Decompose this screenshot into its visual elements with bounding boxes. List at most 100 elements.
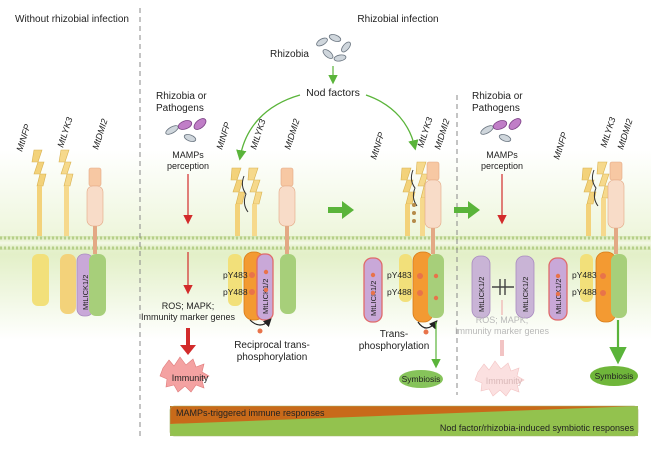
response-bar [169, 405, 639, 437]
header-without-infection: Without rhizobial infection [15, 14, 129, 25]
lick-dot-1 [263, 269, 269, 275]
receptor-lick-s4-right [515, 255, 535, 319]
rhizobia-or-pathogens-left-line1: Rhizobia or [156, 91, 207, 102]
transition-arrow-2 [454, 201, 480, 219]
label-nfp-s2: MtNFP [214, 121, 232, 151]
nod-to-right-complex-arrow [365, 94, 419, 151]
trans-arrow [417, 320, 438, 330]
label-dmi2-s3: MtDMI2 [432, 118, 451, 151]
immunity-left-label: Immunity [172, 373, 209, 383]
trans-line1: Trans- [380, 329, 409, 340]
nod-factor-squiggle-far [591, 169, 599, 207]
ros-right-line1: ROS; MAPK; [476, 315, 529, 325]
reciprocal-arrow [249, 318, 272, 328]
phospho-dot-y483-s3 [417, 273, 423, 279]
mamps-right-line2: perception [481, 161, 523, 171]
lyk3-ecto-dot-3 [412, 219, 416, 223]
lick-s3-dot-2 [370, 290, 376, 296]
receptor-nfp-section2 [228, 167, 246, 306]
py483-s5: pY483 [572, 270, 597, 280]
label-dmi2-s2: MtDMI2 [282, 118, 301, 151]
label-dmi2-s5: MtDMI2 [615, 118, 634, 151]
reciprocal-phospho-dot [257, 328, 263, 334]
immunity-burst-left [159, 356, 210, 393]
symbiosis-center-label: Symbiosis [402, 374, 441, 384]
trans-phospho-dot [423, 329, 429, 335]
pathogen-icon-right [480, 118, 522, 142]
receptor-lick-s4-left [471, 255, 491, 319]
label-nfp-s1: MtNFP [14, 123, 32, 153]
label-lick-s3: MtLICK1/2 [369, 281, 378, 316]
pathogen-icon-left [165, 118, 207, 142]
dmi2-s3-dot-2 [433, 295, 439, 301]
trans-line2: phosphorylation [359, 341, 430, 352]
py488-s3: pY488 [387, 287, 412, 297]
mamps-left-line2: perception [167, 161, 209, 171]
lyk3-ecto-dot-1 [412, 203, 416, 207]
label-lyk3-s5: MtLYK3 [598, 116, 617, 149]
phospho-dot-y488-s3 [417, 290, 423, 296]
label-dmi2-s1: MtDMI2 [90, 118, 109, 151]
rhizobia-or-pathogens-right-line2: Pathogens [472, 103, 520, 114]
receptor-lyk3-section1 [58, 149, 76, 314]
label-lyk3-s3: MtLYK3 [415, 116, 434, 149]
dmi2-s3-dot-1 [433, 273, 439, 279]
label-lyk3-s2: MtLYK3 [248, 118, 267, 151]
ros-right-line2: Immunity marker genes [455, 326, 550, 336]
transition-arrow-1 [328, 201, 354, 219]
reciprocal-line2: phosphorylation [237, 352, 308, 363]
immunity-burst-right-faded [474, 360, 525, 397]
receptor-nfp-section1 [31, 149, 49, 306]
rhizobia-bacteria-icon [316, 34, 351, 62]
receptor-nfp-section5 [580, 167, 597, 302]
ros-left-line1: ROS; MAPK; [162, 301, 215, 311]
symbiotic-responses-label: Nod factor/rhizobia-induced symbiotic re… [440, 423, 635, 433]
receptor-nfp-section3 [399, 167, 416, 302]
mamps-left-line1: MAMPs [172, 150, 204, 160]
phospho-dot-y483-s5 [600, 273, 606, 279]
phospho-dot-y488-s2 [249, 289, 255, 295]
mamps-right-line1: MAMPs [486, 150, 518, 160]
label-lick-s4-left: MtLICK1/2 [477, 277, 486, 312]
ros-to-immunity-arrowhead [180, 345, 196, 355]
receptor-lyk3-section2 [241, 167, 263, 236]
symbiosis-right-label: Symbiosis [595, 371, 634, 381]
receptor-dmi2-section3 [424, 161, 444, 318]
phospho-dot-y483-s2 [249, 272, 255, 278]
lick-s5-dot-2 [555, 291, 561, 297]
label-lick-s4-right: MtLICK1/2 [521, 277, 530, 312]
phospho-dot-y488-s5 [600, 290, 606, 296]
nod-factor-squiggle-left [241, 175, 249, 213]
label-lyk3-s1: MtLYK3 [55, 116, 74, 149]
immunity-right-label: Immunity [486, 376, 523, 386]
inhibition-symbol [492, 279, 514, 295]
receptor-lick-section3 [363, 257, 383, 323]
header-rhizobial-infection: Rhizobial infection [357, 14, 438, 25]
receptor-dmi2-section2 [278, 167, 296, 314]
reciprocal-line1: Reciprocal trans- [234, 340, 310, 351]
nod-factors-label: Nod factors [306, 87, 360, 99]
py483-s3: pY483 [387, 270, 412, 280]
nod-to-left-complex-arrow [236, 94, 301, 161]
label-lick-s2: MtLICK1/2 [261, 279, 270, 314]
py488-s2: pY488 [223, 287, 248, 297]
label-lick-s1: MtLICK1/2 [81, 275, 90, 310]
receptor-dmi2-section1 [86, 167, 106, 316]
receptor-dmi2-section5 [607, 161, 627, 318]
rhizobia-label: Rhizobia [270, 49, 309, 60]
lick-s3-dot-1 [370, 272, 376, 278]
label-lick-s5: MtLICK1/2 [554, 279, 563, 314]
rhizobia-or-pathogens-left-line2: Pathogens [156, 103, 204, 114]
nod-factor-squiggle-right [410, 169, 418, 207]
lyk3-ecto-dot-2 [412, 211, 416, 215]
lick-s5-dot-1 [555, 273, 561, 279]
receptor-lick-section5 [548, 257, 568, 321]
symbiosis-oval-center [399, 370, 443, 388]
immune-responses-label: MAMPs-triggered immune responses [176, 408, 325, 418]
symbiosis-oval-right [590, 366, 638, 386]
py488-s5: pY488 [572, 287, 597, 297]
py483-s2: pY483 [223, 270, 248, 280]
ros-left-line2: Immunity marker genes [141, 312, 236, 322]
